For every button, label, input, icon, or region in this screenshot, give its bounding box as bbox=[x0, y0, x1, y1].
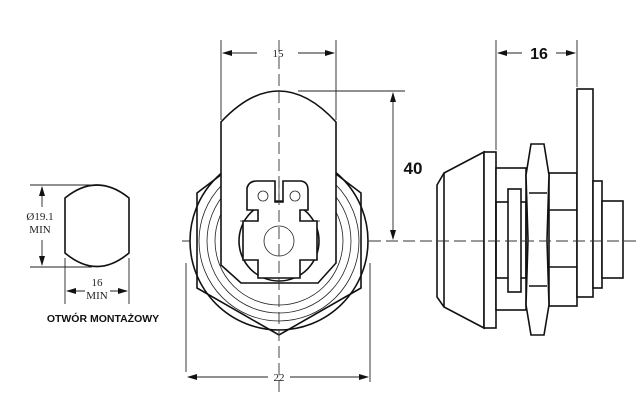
cam-length-label: 40 bbox=[404, 159, 423, 178]
body-rear bbox=[548, 172, 578, 307]
depth-label: 16 bbox=[530, 46, 548, 63]
cam-width-label: 15 bbox=[273, 48, 285, 60]
cam-hole bbox=[257, 190, 269, 202]
hex-nut-outline bbox=[196, 173, 362, 336]
side-view: 16 bbox=[420, 40, 640, 336]
front-view: 15 40 22 bbox=[185, 40, 423, 392]
washer bbox=[507, 188, 522, 293]
key-cross-shape bbox=[242, 180, 318, 279]
front-flange bbox=[483, 151, 497, 329]
cam-hole bbox=[289, 190, 301, 202]
hole-diameter-min: MIN bbox=[29, 224, 50, 236]
mounting-hole-view: Ø19.1 MIN 16 MIN OTWÓR MONTAŻOWY bbox=[26, 184, 159, 325]
mounting-hole-outline bbox=[64, 184, 130, 268]
hole-diameter-label: Ø19.1 bbox=[26, 211, 53, 223]
hole-width-label: 16 bbox=[92, 277, 104, 289]
body-width-label: 22 bbox=[274, 372, 285, 384]
hex-nut-side bbox=[525, 143, 550, 336]
rear-stub bbox=[601, 200, 624, 279]
rear-washer bbox=[592, 180, 603, 289]
cam-plate-side bbox=[576, 88, 594, 298]
mounting-hole-caption: OTWÓR MONTAŻOWY bbox=[47, 312, 159, 325]
hole-width-min: MIN bbox=[86, 290, 107, 302]
